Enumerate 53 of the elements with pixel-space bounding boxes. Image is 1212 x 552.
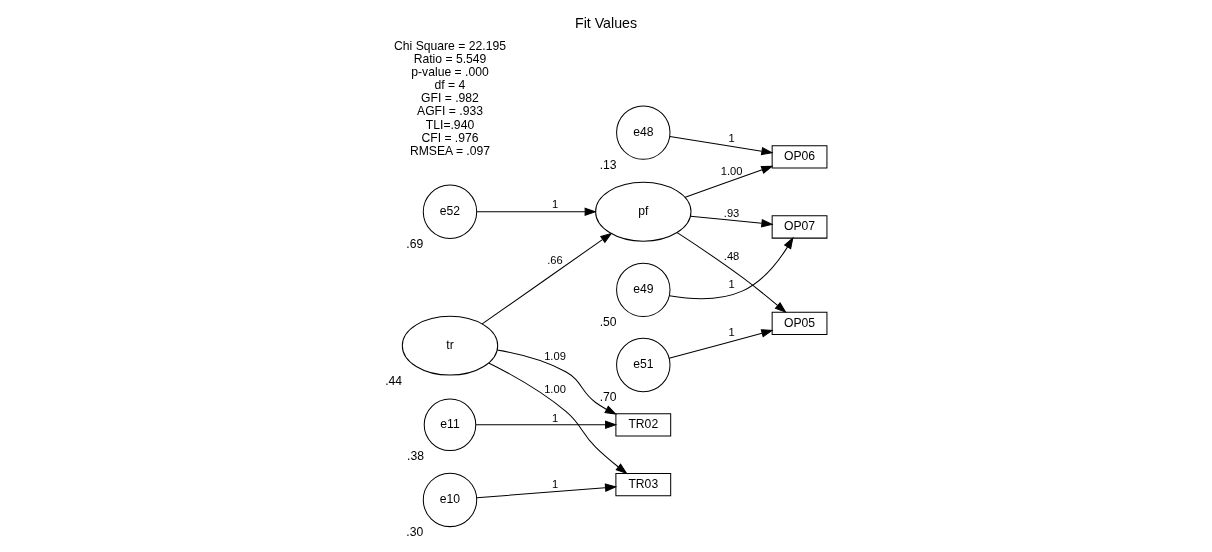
node-circle: e48 xyxy=(616,105,671,160)
label: Ratio = 5.549 xyxy=(413,51,487,66)
diagram-title: Fit Values xyxy=(574,14,638,31)
node-box: OP07 xyxy=(771,215,828,239)
arrow xyxy=(669,136,774,156)
arrow xyxy=(684,165,774,198)
arrow xyxy=(690,215,774,228)
edge-label: 1.00 xyxy=(544,383,566,396)
edge-label: 1 xyxy=(728,277,735,290)
arrow xyxy=(481,232,613,325)
edge-label: 1.09 xyxy=(544,349,566,362)
node-circle: e11 xyxy=(423,398,477,452)
arrow xyxy=(475,420,618,430)
node-box: OP05 xyxy=(771,311,828,336)
node-label: .70 xyxy=(599,390,617,405)
node-box: OP06 xyxy=(771,145,828,169)
node-box: TR02 xyxy=(615,413,672,437)
arrow xyxy=(488,362,628,475)
edge-label: 1 xyxy=(551,198,559,211)
edge-label: 1 xyxy=(728,326,735,339)
node-circle: e52 xyxy=(422,184,478,239)
arrow xyxy=(668,329,774,359)
edge-label: 1 xyxy=(551,477,559,490)
node-label: .38 xyxy=(407,449,424,464)
node-ellipse: tr xyxy=(401,315,499,376)
node-circle: e10 xyxy=(422,472,478,528)
node-label: .44 xyxy=(385,373,403,388)
label: CFI = .976 xyxy=(421,130,479,145)
label: p-value = .000 xyxy=(411,64,489,79)
edge-label: .66 xyxy=(547,254,563,267)
node-label: .69 xyxy=(406,237,424,252)
node-label: .13 xyxy=(599,157,617,172)
edge-label: .48 xyxy=(723,250,740,263)
node-label: .50 xyxy=(599,315,617,330)
edge-label: 1 xyxy=(551,411,559,424)
node-circle: e51 xyxy=(616,337,671,393)
arrow xyxy=(668,236,794,300)
label: RMSEA = .097 xyxy=(409,144,491,159)
edge-label: 1.00 xyxy=(720,165,743,178)
label: GFI = .982 xyxy=(421,91,479,106)
label: AGFI = .933 xyxy=(417,104,483,119)
edge-label: .93 xyxy=(723,206,740,219)
label: Chi Square = 22.195 xyxy=(394,38,506,53)
node-circle: e49 xyxy=(616,262,671,318)
arrow xyxy=(476,483,618,499)
label: TLI=.940 xyxy=(425,117,475,132)
edge-label: 1 xyxy=(728,131,735,144)
arrow xyxy=(676,232,787,314)
node-box: TR03 xyxy=(615,473,672,497)
arrow xyxy=(476,207,597,216)
arrow xyxy=(496,349,618,415)
node-label: .30 xyxy=(406,525,424,540)
label: df = 4 xyxy=(434,78,466,93)
